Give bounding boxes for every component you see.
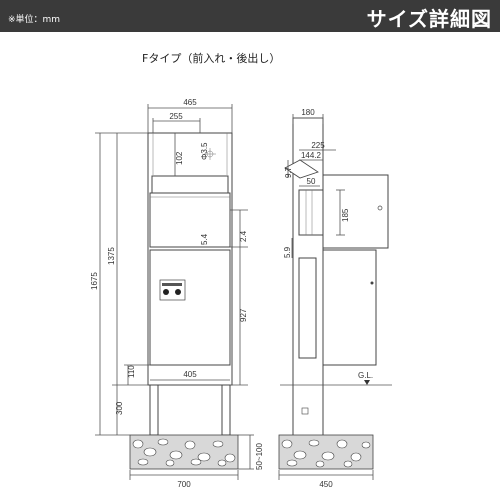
- side-slot-block: [298, 189, 324, 236]
- upper-box: [149, 192, 231, 248]
- dim-foundation-depth: 50~100: [255, 443, 264, 470]
- dim-top-offset: 102: [175, 151, 184, 165]
- side-upper-box: [322, 174, 389, 249]
- dim-bottom-small: 5.9: [283, 246, 292, 258]
- dim-overall-width: 465: [183, 98, 197, 107]
- dim-slot-height: 185: [341, 208, 350, 222]
- front-pole-left: [149, 384, 159, 436]
- lock-dial-left-icon: [163, 289, 169, 295]
- header-title: サイズ詳細図: [366, 7, 492, 31]
- dim-side-foundation-width: 450: [319, 480, 333, 489]
- dim-hole-small: Φ3.5: [200, 142, 209, 160]
- dim-body-height: 1375: [107, 247, 116, 265]
- dim-foundation-width: 700: [177, 480, 191, 489]
- dim-base-width: 405: [183, 370, 197, 379]
- dim-pole-depth: 180: [301, 108, 315, 117]
- side-flap: [284, 159, 319, 179]
- lock-dial-right-icon: [175, 289, 181, 295]
- dim-inner-width: 255: [169, 112, 183, 121]
- gl-marker-icon: [364, 380, 370, 385]
- dim-slot-gap: 2.4: [239, 230, 248, 242]
- side-door-slot: [298, 257, 317, 359]
- side-view: 180 225 144.2 9.7 50 185 5.9 G.L. 450: [278, 108, 392, 489]
- lower-door: [149, 249, 231, 366]
- front-pole-right: [221, 384, 231, 436]
- type-label: Fタイプ（前入れ・後出し）: [142, 52, 281, 65]
- header-bar: ※単位：mm サイズ詳細図: [0, 0, 500, 32]
- side-lower-box: [322, 249, 377, 366]
- dim-door-height: 927: [239, 308, 248, 322]
- dim-slot-offset: 5.4: [200, 233, 209, 245]
- dim-box-depth: 225: [311, 141, 325, 150]
- front-foundation-stones: [132, 438, 236, 467]
- dim-slot-depth: 50: [307, 177, 316, 186]
- dim-inner-depth: 144.2: [301, 151, 322, 160]
- dim-top-small: 9.7: [284, 166, 293, 178]
- side-foundation-stones: [281, 439, 371, 468]
- unit-note: ※単位：mm: [8, 15, 61, 25]
- dim-total-height: 1675: [90, 272, 99, 290]
- mail-slot-flap: [151, 175, 229, 194]
- side-anchor-bolt-icon: [301, 407, 309, 415]
- ground-level-label: G.L.: [358, 371, 373, 380]
- dim-bottom-offset: 110: [127, 365, 136, 378]
- dim-pole-height: 300: [115, 401, 124, 415]
- front-view: 465 255 102 Φ3.5 5.4 2.4 927 110 405 167…: [90, 98, 264, 489]
